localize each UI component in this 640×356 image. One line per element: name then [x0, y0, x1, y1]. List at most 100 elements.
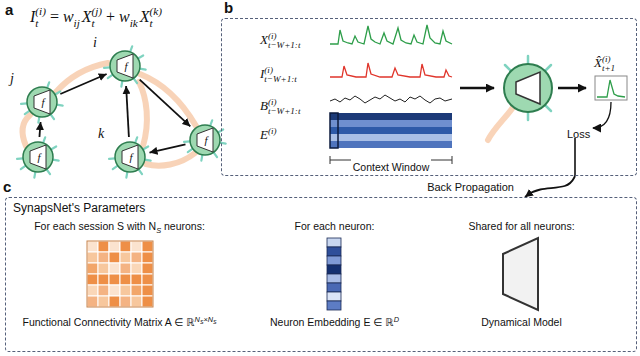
matrix-cell	[109, 285, 120, 296]
axon	[140, 74, 196, 126]
dendrite	[201, 155, 202, 161]
parameter-heading: For each neuron:	[295, 221, 375, 232]
loss-arrow	[593, 102, 611, 128]
node-box: fj	[25, 85, 59, 119]
input-symbol: t−W+1:t	[264, 75, 296, 84]
node-box: fk	[113, 140, 147, 174]
node-box: For each session S with NSneurons:Functi…	[21, 218, 217, 331]
text-line: Shared for all neurons:	[467, 218, 575, 235]
dendrite	[505, 65, 511, 71]
parameter-caption: S	[213, 320, 217, 325]
node-box: f	[188, 123, 222, 157]
parameter-caption: Functional Connectivity Matrix A ∈ ℝ	[22, 317, 194, 328]
label-group: I(i)t=wijX(j)t+wikX(k)t	[28, 5, 164, 28]
connector-arrow	[60, 74, 106, 94]
matrix-cell	[120, 252, 131, 263]
dendrite	[51, 114, 54, 119]
dendrite	[47, 169, 50, 174]
node-box: Shared for all neurons: Dynamical Model	[467, 218, 575, 331]
parameter-caption: D	[394, 316, 399, 323]
panel-letter: b	[224, 0, 233, 16]
dendrite	[17, 157, 23, 160]
matrix-cell	[131, 252, 142, 263]
output-symbol: X̂	[594, 56, 602, 69]
parameter-caption: Neuron Embedding E ∈ ℝ	[270, 317, 394, 328]
axon	[139, 82, 147, 146]
dendrite	[47, 82, 49, 88]
dendrite	[135, 137, 137, 143]
node-box: For each neuron: Neuron Embedding E ∈ ℝD	[269, 218, 400, 331]
dendrite	[545, 65, 551, 71]
dendrite	[210, 120, 212, 126]
dendrite	[143, 147, 148, 150]
vector-cell	[327, 274, 341, 283]
embedding-row	[330, 141, 452, 148]
equation-term: I	[30, 9, 35, 25]
neuron-label: k	[98, 126, 104, 142]
text-line: Functional Connectivity Matrix A ∈ ℝNS×N…	[21, 314, 217, 331]
matrix-cell	[120, 296, 131, 307]
parameter-heading: neurons:	[164, 221, 205, 232]
prediction-trace	[597, 80, 625, 97]
connector-arrow	[140, 80, 191, 127]
dendrite	[214, 152, 217, 157]
label-group: B(i)t−W+1:t	[258, 93, 302, 116]
matrix-cell	[87, 263, 98, 274]
dendrite	[21, 166, 26, 169]
matrix-cell	[87, 285, 98, 296]
shape-box	[500, 235, 542, 313]
model-symbol: f	[189, 133, 223, 147]
matrix-cell	[109, 296, 120, 307]
input-symbol: t−W+1:t	[268, 41, 300, 50]
matrix-cell	[87, 252, 98, 263]
panel-letter: c	[3, 179, 11, 195]
dendrite	[113, 166, 118, 169]
shape-box	[86, 235, 154, 313]
embedding-row	[330, 120, 452, 127]
output-symbol: (i)	[602, 55, 611, 64]
input-trace	[330, 63, 452, 77]
connector-arrow	[525, 176, 575, 197]
panel-heading: SynapsNet's Parameters	[13, 201, 145, 215]
dendrite	[130, 46, 132, 52]
model-trapezoid	[516, 72, 540, 104]
text-line: For each session S with NSneurons:	[33, 218, 206, 235]
input-symbol: B	[260, 99, 268, 112]
dendrite	[527, 112, 530, 120]
vector-cell	[327, 292, 341, 301]
connectivity-matrix	[86, 240, 154, 308]
parameter-heading: Shared for all neurons:	[468, 221, 574, 232]
dendrite	[51, 147, 56, 150]
input-symbol: t−W+1:t	[268, 107, 300, 116]
matrix-cell	[98, 285, 109, 296]
neuron-body	[504, 64, 552, 112]
matrix-cell	[98, 252, 109, 263]
matrix-cell	[142, 252, 153, 263]
vector-cell	[327, 301, 341, 310]
dendrite	[138, 56, 143, 59]
vector-cell	[327, 238, 341, 247]
node-box: b	[221, 18, 637, 176]
matrix-cell	[109, 263, 120, 274]
input-symbol: I	[260, 67, 264, 80]
prediction-plot	[595, 76, 627, 100]
parameter-caption: Dynamical Model	[481, 317, 562, 328]
parameter-heading: For each session S with N	[34, 221, 156, 232]
activity-trace	[330, 25, 452, 44]
dendrite	[38, 117, 39, 123]
embedding-row	[330, 113, 452, 120]
model-symbol: f	[22, 150, 56, 164]
dendrite	[126, 172, 127, 178]
dendrite	[145, 160, 151, 161]
text-line: For each neuron:	[294, 218, 376, 235]
dendrite	[134, 78, 137, 83]
connector-arrow	[150, 144, 186, 152]
parameter-caption: N	[195, 316, 200, 323]
dendrite	[121, 81, 122, 87]
label-group: X(i)t−W+1:t	[258, 27, 302, 50]
matrix-cell	[131, 274, 142, 285]
dendrite	[21, 102, 27, 105]
dendrite	[188, 149, 193, 152]
shape-box	[325, 235, 343, 313]
matrix-cell	[131, 296, 142, 307]
